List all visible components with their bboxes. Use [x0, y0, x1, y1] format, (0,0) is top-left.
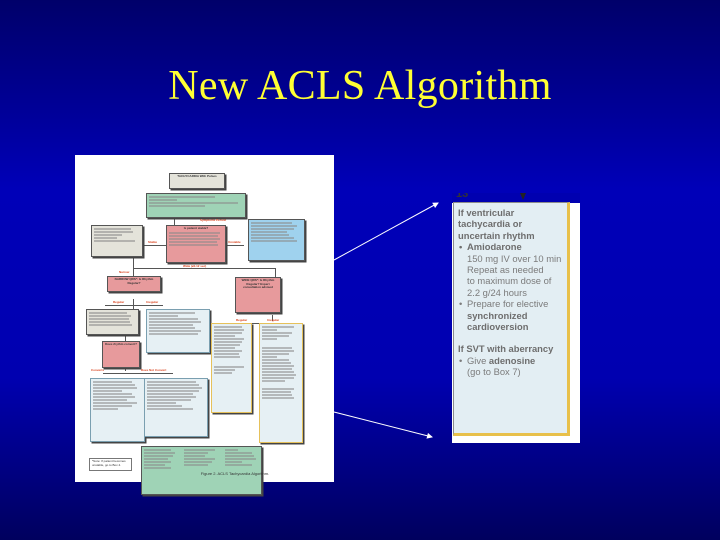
- label-stable: Stable: [148, 240, 158, 244]
- box-wide-qrs-text: WIDE QRS*: Is Rhythm Regular? Expert con…: [241, 278, 275, 290]
- box-10-does-not-convert: [144, 378, 208, 437]
- box-narrow-qrs-text: NARROW QRS*: Is Rhythm Regular?: [114, 277, 154, 285]
- connector: [133, 257, 134, 269]
- adenosine-text: adenosine: [488, 354, 536, 366]
- box-tachycardia-with-pulses: TACHYCARDIA With Pulses: [169, 173, 225, 189]
- label-symptoms-persist: Symptoms Persist: [200, 218, 227, 222]
- give-text: Give: [467, 354, 489, 366]
- bullet-give-adenosine: Give adenosine: [458, 354, 563, 367]
- box-number: 13: [456, 193, 469, 200]
- box1-text: TACHYCARDIA With Pulses: [177, 174, 217, 178]
- arrow-upper: [333, 202, 439, 261]
- heading-ventricular-line3: uncertain rhythm: [458, 229, 535, 241]
- label-unstable: Unstable: [228, 240, 241, 244]
- note-box: *Note: If patient becomes unstable, go t…: [89, 458, 132, 471]
- label-does-not-convert: Does Not Convert: [141, 368, 167, 372]
- box-9-rhythm-converts: [90, 378, 145, 442]
- label-regular-right: Regular: [236, 318, 248, 322]
- box3-text: Is patient stable?: [183, 226, 209, 230]
- arrow-lower: [333, 411, 433, 439]
- label-wide: Wide (≥0.12 sec): [183, 264, 207, 268]
- connector: [133, 299, 134, 309]
- connector: [125, 333, 126, 341]
- connector: [174, 217, 175, 232]
- bullet-prepare-cardioversion: Prepare for elective: [458, 298, 563, 310]
- label-narrow: Narrow: [119, 270, 130, 274]
- box-14-atrial-fibrillation-aberrancy: [259, 323, 303, 443]
- box-is-patient-stable: Is patient stable?: [166, 225, 226, 263]
- bullet-amiodarone: Amiodarone: [458, 241, 563, 253]
- note-text: *Note: If patient becomes unstable, go t…: [92, 459, 126, 467]
- box-does-rhythm-convert: Does rhythm convert?: [102, 341, 140, 368]
- go-to-box-7: (go to Box 7): [467, 366, 521, 378]
- amiodarone-repeat: Repeat as needed: [467, 264, 544, 276]
- heading-ventricular-line2: tachycardia or: [458, 218, 523, 230]
- box-during-evaluation-contributing-factors: [141, 446, 262, 495]
- connector: [133, 268, 275, 269]
- box-narrow-qrs: NARROW QRS*: Is Rhythm Regular?: [107, 276, 161, 292]
- box-assess-support-abcs: [146, 193, 246, 218]
- slide-title: New ACLS Algorithm: [168, 63, 552, 109]
- connector: [105, 305, 163, 306]
- connector: [103, 373, 173, 374]
- connector: [133, 268, 134, 282]
- label-irregular-left: Irregular: [146, 300, 159, 304]
- panel-top-strip: [452, 193, 580, 203]
- box-vagal-maneuvers-adenosine: [86, 309, 139, 335]
- cardioversion-text: cardioversion: [467, 321, 529, 333]
- connector: [272, 315, 273, 321]
- connector: [125, 367, 126, 371]
- amiodarone-dose: 150 mg IV over 10 min: [467, 252, 562, 264]
- box-wide-qrs: WIDE QRS*: Is Rhythm Regular? Expert con…: [235, 277, 281, 313]
- label-regular-left: Regular: [113, 300, 125, 304]
- down-arrow-icon: [520, 193, 526, 200]
- box-perform-synchronized-cardioversion: [248, 219, 305, 261]
- figure-caption: Figure 2. ACLS Tachycardia Algorithm.: [200, 471, 270, 476]
- amiodarone-max-line1: to maximum dose of: [467, 275, 552, 287]
- label-irregular-right: Irregular: [267, 318, 280, 322]
- flowchart-figure: TACHYCARDIA With Pulses Is patient stabl…: [75, 155, 334, 495]
- zoomed-box-13-panel: If ventricular tachycardia or uncertain …: [452, 193, 580, 443]
- zoomed-box-13: If ventricular tachycardia or uncertain …: [453, 202, 570, 436]
- synchronized-text: synchronized: [467, 309, 528, 321]
- amiodarone-max-line2: 2.2 g/24 hours: [467, 286, 527, 298]
- box-establish-iv-access: [91, 225, 143, 257]
- connector: [275, 268, 276, 278]
- heading-ventricular-line1: If ventricular: [458, 207, 515, 218]
- box-irregular-narrow-complex: [146, 309, 210, 353]
- box-13-ventricular-tachycardia: [211, 323, 252, 413]
- heading-svt-aberrancy: If SVT with aberrancy: [458, 343, 554, 355]
- label-converts: Converts: [91, 368, 105, 372]
- box-does-rhythm-convert-text: Does rhythm convert?: [105, 342, 137, 346]
